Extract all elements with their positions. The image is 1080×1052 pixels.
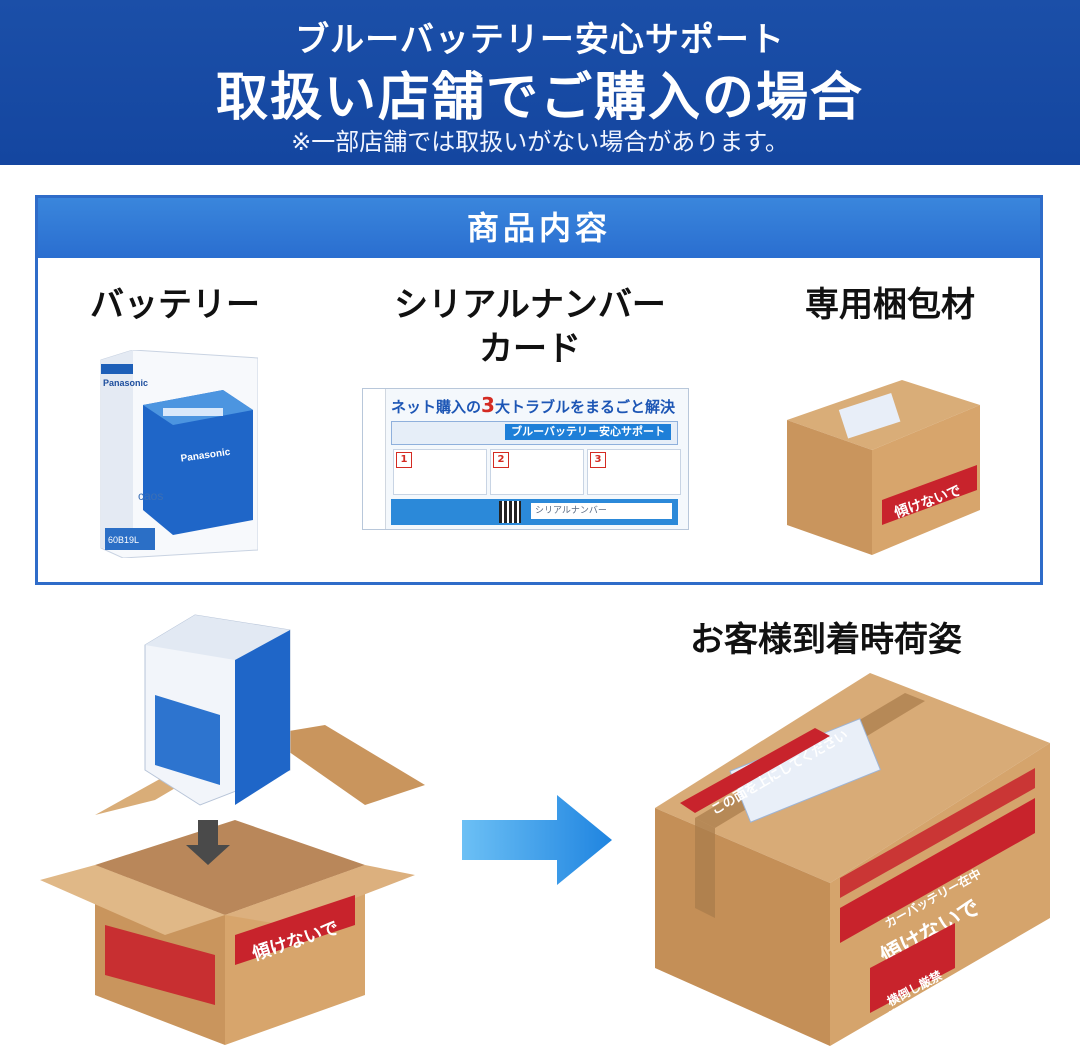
battery-box-image: Panasonic Panasonic caos 60B19L [100,350,258,558]
battery-brand-text: Panasonic [103,378,148,388]
item-label-battery: バッテリー [90,285,260,325]
serial-card-step: 1 [393,449,487,495]
item-label-serial-card-line1: シリアルナンバー [394,285,666,325]
serial-card-headline-prefix: ネット購入の [391,398,482,416]
item-label-serial-card-line2: カード [479,329,581,369]
arrow-right-icon [462,795,612,885]
serial-card-step: 2 [490,449,584,495]
serial-card-step: 3 [587,449,681,495]
battery-series-text: caos [138,489,163,503]
cardboard-box-image: 傾けないで [787,380,980,555]
header-title: 取扱い店舗でご購入の場合 [215,68,864,128]
qr-code-icon [499,501,521,523]
header-banner: ブルーバッテリー安心サポート 取扱い店舗でご購入の場合 ※一部店舗では取扱いがな… [0,0,1080,165]
serial-card-image: ネット購入の3大トラブルをまるごと解決 ブルーバッテリー安心サポート 1 2 3… [362,388,689,530]
header-note: ※一部店舗では取扱いがない場合があります。 [291,128,789,156]
serial-card-headline-suffix: 大トラブルをまるごと解決 [494,398,675,416]
header-subtitle: ブルーバッテリー安心サポート [295,20,785,60]
packing-illustration: 傾けないで [40,614,425,1045]
step-number: 3 [590,452,606,468]
arrival-box-image: この面を上にしてください 傾けないで カーバッテリー在中 横倒し厳禁 片手持ち厳… [655,673,1050,1046]
contents-title: 商品内容 [38,198,1040,258]
serial-card-headline-number: 3 [481,393,495,417]
battery-model-text: 60B19L [108,535,139,545]
step-number: 1 [396,452,412,468]
arrival-label: お客様到着時荷姿 [690,620,962,660]
serial-card-headline: ネット購入の3大トラブルをまるごと解決 [391,393,684,419]
serial-card-side [363,389,386,529]
item-label-serial-card: シリアルナンバー カード [360,283,700,371]
item-label-packing: 専用梱包材 [805,285,975,325]
serial-card-badge: ブルーバッテリー安心サポート [505,424,671,440]
serial-card-badge-bar: ブルーバッテリー安心サポート [391,421,678,445]
serial-card-bottom-bar: シリアルナンバー [391,499,678,525]
serial-number-field: シリアルナンバー [531,503,672,519]
step-number: 2 [493,452,509,468]
